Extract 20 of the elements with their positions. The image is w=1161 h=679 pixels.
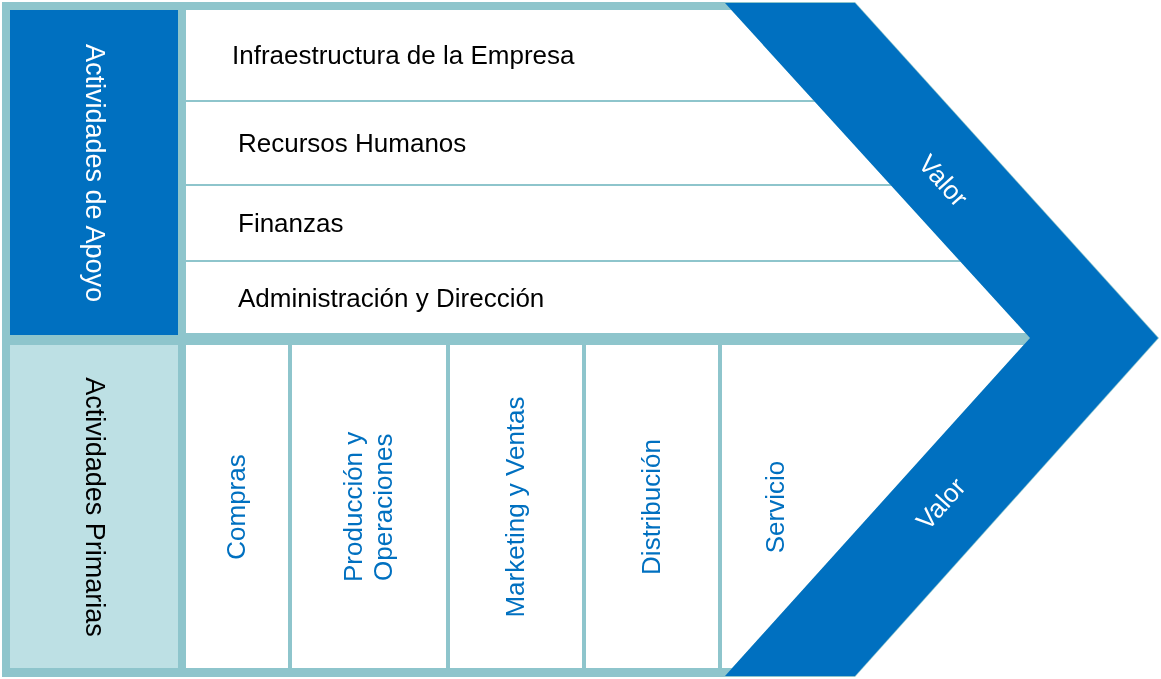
- support-activity-row: [186, 262, 1026, 333]
- column-label: Compras: [222, 453, 252, 560]
- primary-activities-band: [10, 345, 178, 668]
- column-label: Distribución: [637, 438, 667, 575]
- row-label: Finanzas: [238, 207, 344, 239]
- support-activity-row: [186, 10, 814, 100]
- primary-activity-column: [450, 345, 582, 668]
- primary-activity-column: [186, 345, 288, 668]
- primary-activity-column: [292, 345, 446, 668]
- support-activities-band: [10, 10, 178, 335]
- primary-activity-column: [586, 345, 718, 668]
- band-label: Actividades Primarias: [78, 376, 110, 637]
- column-label: Producción y Operaciones: [339, 430, 399, 584]
- row-label: Infraestructura de la Empresa: [232, 39, 575, 71]
- band-label: Actividades de Apoyo: [78, 43, 110, 302]
- row-label: Administración y Dirección: [238, 282, 545, 313]
- support-activity-row: [186, 102, 890, 184]
- column-label: Servicio: [761, 460, 791, 553]
- row-label: Recursos Humanos: [238, 127, 467, 159]
- column-label: Marketing y Ventas: [501, 395, 531, 618]
